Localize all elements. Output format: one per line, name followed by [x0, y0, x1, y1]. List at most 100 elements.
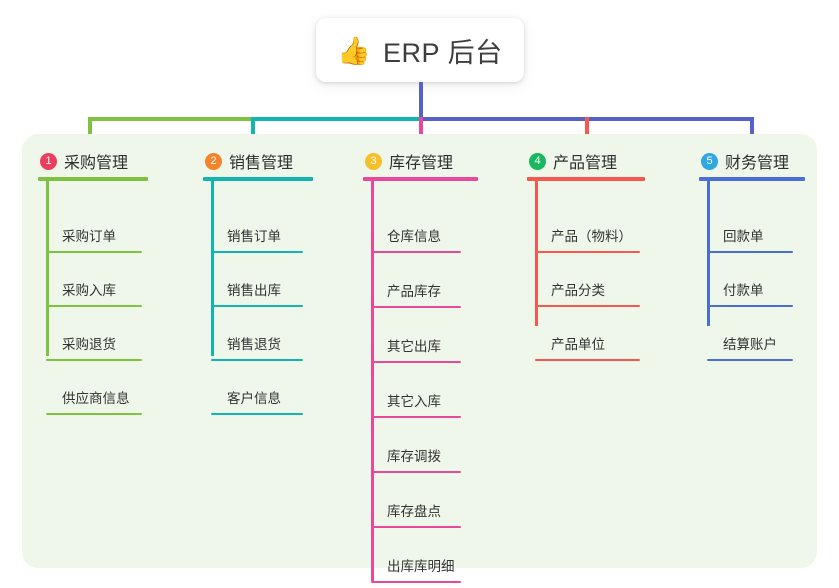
- branch-column-2: 2 销售管理销售订单销售出库销售退货客户信息: [203, 150, 313, 415]
- branch-column-3: 3 库存管理仓库信息产品库存其它出库其它入库库存调拨库存盘点出库库明细: [363, 150, 478, 583]
- branch-item[interactable]: 库存调拨: [371, 445, 461, 473]
- branch-item-label: 回款单: [723, 229, 764, 244]
- branch-spine: [535, 181, 538, 326]
- branch-item-label: 产品分类: [551, 283, 605, 298]
- branch-item[interactable]: 客户信息: [211, 387, 303, 415]
- branch-item-label: 出库库明细: [387, 559, 455, 574]
- branch-item-underline: [371, 581, 461, 583]
- branch-spine: [371, 181, 374, 581]
- branch-header-3[interactable]: 3 库存管理: [363, 150, 478, 172]
- branch-item-label: 产品单位: [551, 337, 605, 352]
- branch-item-underline: [371, 471, 461, 473]
- branch-spine: [707, 181, 710, 326]
- branch-item-label: 采购订单: [62, 229, 116, 244]
- branch-item-underline: [371, 251, 461, 253]
- branch-item-underline: [371, 306, 461, 308]
- branch-number-badge: 2: [205, 152, 222, 170]
- branches-panel: [22, 134, 817, 568]
- branch-item-underline: [535, 251, 640, 253]
- branch-item[interactable]: 其它出库: [371, 335, 461, 363]
- branch-item-underline: [211, 413, 303, 415]
- branch-item-label: 供应商信息: [62, 391, 130, 406]
- branch-item[interactable]: 产品库存: [371, 280, 461, 308]
- branch-item-underline: [46, 413, 142, 415]
- branch-item[interactable]: 采购入库: [46, 279, 142, 307]
- branch-item-underline: [46, 359, 142, 361]
- branch-item-underline: [211, 305, 303, 307]
- branch-item[interactable]: 销售退货: [211, 333, 303, 361]
- branch-item-label: 产品（物料）: [551, 229, 632, 244]
- thumbs-up-icon: 👍: [337, 35, 372, 66]
- branch-item[interactable]: 产品（物料）: [535, 225, 640, 253]
- branch-title: 采购管理: [64, 155, 129, 172]
- branch-title: 产品管理: [553, 155, 618, 172]
- branch-item-underline: [371, 416, 461, 418]
- branch-column-1: 1 采购管理采购订单采购入库采购退货供应商信息: [38, 150, 148, 415]
- bus-segment-2: [252, 117, 421, 121]
- branch-item-underline: [535, 359, 640, 361]
- branch-underline: [363, 177, 478, 181]
- branch-item[interactable]: 销售订单: [211, 225, 303, 253]
- branch-item[interactable]: 库存盘点: [371, 500, 461, 528]
- branch-item-underline: [211, 251, 303, 253]
- branch-item-label: 采购退货: [62, 337, 116, 352]
- branch-item-label: 销售出库: [227, 283, 281, 298]
- drop-connector-3: [419, 117, 423, 148]
- branch-item-label: 产品库存: [387, 284, 441, 299]
- branch-number-badge: 4: [529, 152, 546, 170]
- branch-item[interactable]: 出库库明细: [371, 555, 461, 583]
- branch-column-4: 4 产品管理产品（物料） 产品分类产品单位: [527, 150, 645, 361]
- branch-spine: [211, 181, 214, 356]
- branch-item-label: 客户信息: [227, 391, 281, 406]
- root-node-card[interactable]: 👍 ERP 后台: [316, 18, 524, 82]
- branch-item[interactable]: 结算账户: [707, 333, 793, 361]
- branch-title: 库存管理: [389, 155, 454, 172]
- branch-item[interactable]: 付款单: [707, 279, 793, 307]
- root-node-title: ERP 后台: [383, 37, 503, 68]
- drop-connector-4: [585, 117, 589, 148]
- branch-number-badge: 1: [40, 152, 57, 170]
- branch-item-label: 仓库信息: [387, 229, 441, 244]
- branch-spine: [46, 181, 49, 356]
- branch-item-underline: [707, 359, 793, 361]
- branch-item-underline: [211, 359, 303, 361]
- branch-item-label: 销售订单: [227, 229, 281, 244]
- root-trunk-connector: [419, 82, 423, 119]
- bus-segment-1: [88, 117, 253, 121]
- branch-item[interactable]: 回款单: [707, 225, 793, 253]
- branch-item-label: 付款单: [723, 283, 764, 298]
- branch-item-underline: [371, 361, 461, 363]
- branch-item[interactable]: 采购退货: [46, 333, 142, 361]
- branch-item-underline: [707, 251, 793, 253]
- branch-underline: [203, 177, 313, 181]
- branch-item-label: 库存盘点: [387, 504, 441, 519]
- branch-item-underline: [707, 305, 793, 307]
- branch-underline: [527, 177, 645, 181]
- branch-item-label: 采购入库: [62, 283, 116, 298]
- branch-item-label: 结算账户: [723, 337, 777, 352]
- branch-item[interactable]: 其它入库: [371, 390, 461, 418]
- branch-title: 财务管理: [725, 155, 790, 172]
- branch-item-underline: [46, 251, 142, 253]
- branch-item[interactable]: 产品分类: [535, 279, 640, 307]
- branch-item-label: 销售退货: [227, 337, 281, 352]
- branch-item[interactable]: 采购订单: [46, 225, 142, 253]
- branch-item-underline: [46, 305, 142, 307]
- branch-item-label: 库存调拨: [387, 449, 441, 464]
- branch-item-underline: [535, 305, 640, 307]
- branch-item-label: 其它入库: [387, 394, 441, 409]
- branch-title: 销售管理: [229, 155, 294, 172]
- branch-item[interactable]: 销售出库: [211, 279, 303, 307]
- branch-item[interactable]: 产品单位: [535, 333, 640, 361]
- branch-number-badge: 3: [365, 152, 382, 170]
- branch-header-2[interactable]: 2 销售管理: [203, 150, 313, 172]
- branch-item-underline: [371, 526, 461, 528]
- branch-item-label: 其它出库: [387, 339, 441, 354]
- branch-header-1[interactable]: 1 采购管理: [38, 150, 148, 172]
- branch-header-4[interactable]: 4 产品管理: [527, 150, 645, 172]
- branch-item[interactable]: 仓库信息: [371, 225, 461, 253]
- branch-item[interactable]: 供应商信息: [46, 387, 142, 415]
